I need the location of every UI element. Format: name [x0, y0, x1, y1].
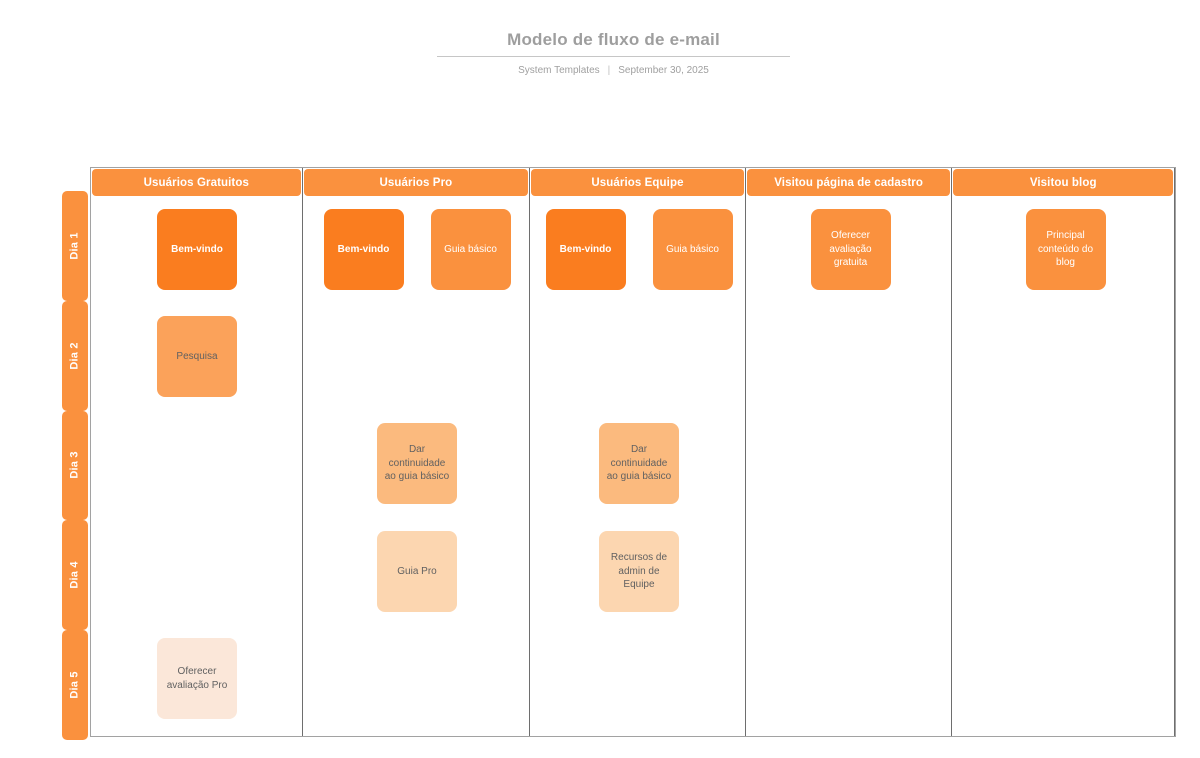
column-header[interactable]: Usuários Pro — [303, 169, 529, 196]
day-label-text: Dia 5 — [69, 671, 82, 699]
flow-column: Usuários Pro — [303, 168, 531, 736]
title-underline — [437, 56, 790, 57]
day-label[interactable]: Dia 1 — [62, 191, 88, 301]
day-label-text: Dia 3 — [69, 451, 82, 480]
day-label-text: Dia 2 — [69, 342, 82, 370]
day-label[interactable]: Dia 5 — [62, 630, 88, 740]
subtitle-separator: | — [607, 65, 611, 76]
page-title: Modelo de fluxo de e-mail — [507, 30, 720, 49]
title-block: Modelo de fluxo de e-mail System Templat… — [437, 30, 790, 76]
subtitle: System Templates | September 30, 2025 — [437, 65, 790, 76]
day-label[interactable]: Dia 4 — [62, 520, 88, 631]
flow-card[interactable]: Bem-vindo — [545, 209, 626, 290]
column-header[interactable]: Usuários Gratuitos — [92, 169, 301, 196]
day-label[interactable]: Dia 3 — [62, 410, 88, 521]
flow-card[interactable]: Pesquisa — [157, 316, 237, 397]
flow-card[interactable]: Recursos de admin de Equipe — [599, 531, 679, 612]
column-header[interactable]: Usuários Equipe — [531, 169, 744, 196]
flow-card[interactable]: Oferecer avaliação Pro — [157, 638, 237, 719]
flow-card[interactable]: Dar continuidade ao guia básico — [377, 423, 457, 504]
flow-card[interactable]: Guia básico — [430, 209, 511, 290]
day-label-text: Dia 1 — [69, 232, 82, 260]
day-label-text: Dia 4 — [69, 561, 82, 589]
flow-column: Visitou página de cadastro — [746, 168, 953, 736]
flow-card[interactable]: Principal conteúdo do blog — [1025, 209, 1106, 290]
column-header[interactable]: Visitou página de cadastro — [746, 169, 951, 196]
subtitle-date: September 30, 2025 — [618, 65, 709, 76]
flow-column: Visitou blog — [952, 168, 1176, 736]
flow-card[interactable]: Bem-vindo — [157, 209, 237, 290]
day-rail: Dia 1 Dia 2 Dia 3 Dia 4 Dia 5 — [62, 191, 88, 740]
flow-card[interactable]: Oferecer avaliação gratuita — [810, 209, 891, 290]
day-label[interactable]: Dia 2 — [62, 300, 88, 411]
flow-column: Usuários Gratuitos — [91, 168, 303, 736]
subtitle-source: System Templates — [518, 65, 600, 76]
flow-card[interactable]: Guia básico — [652, 209, 733, 290]
flow-card[interactable]: Bem-vindo — [323, 209, 404, 290]
flow-column: Usuários Equipe — [530, 168, 746, 736]
flow-card[interactable]: Guia Pro — [377, 531, 457, 612]
flow-card[interactable]: Dar continuidade ao guia básico — [599, 423, 679, 504]
column-header[interactable]: Visitou blog — [953, 169, 1174, 196]
